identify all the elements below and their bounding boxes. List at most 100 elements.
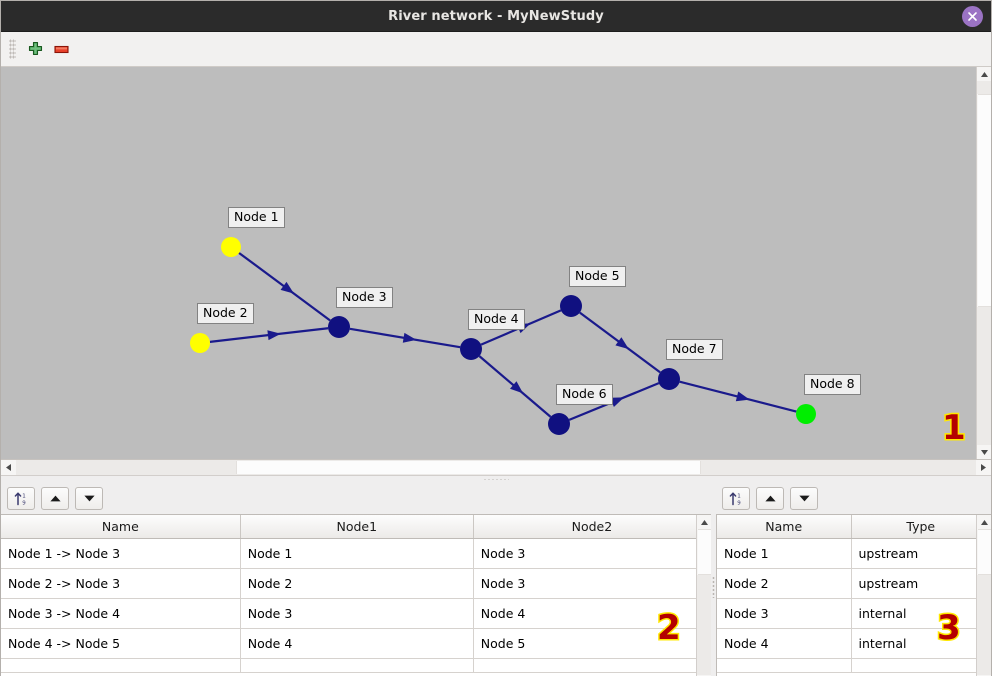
table-cell[interactable]: Node 1	[717, 538, 852, 569]
table-cell[interactable]: Node 2	[717, 568, 852, 599]
table-cell[interactable]: Node 2 -> Node 3	[1, 568, 241, 599]
canvas-hscroll-thumb[interactable]	[236, 461, 701, 474]
horizontal-splitter[interactable]	[1, 476, 991, 483]
graph-node-label[interactable]: Node 7	[666, 339, 723, 360]
graph-node-label[interactable]: Node 3	[336, 287, 393, 308]
scroll-down-arrow-icon[interactable]	[977, 445, 991, 459]
network-graph-svg[interactable]	[1, 67, 976, 459]
nodes-vscroll-thumb[interactable]	[978, 529, 991, 575]
reaches-vertical-scrollbar[interactable]	[696, 515, 711, 676]
graph-node[interactable]	[190, 333, 210, 353]
reaches-scroll-up-arrow-icon[interactable]	[697, 515, 711, 529]
table-cell[interactable]: Node 3 -> Node 4	[1, 598, 241, 629]
nodes-scroll-track[interactable]	[977, 575, 991, 675]
remove-minus-icon[interactable]	[48, 36, 74, 62]
vertical-splitter[interactable]	[711, 483, 716, 676]
arrow-up-icon[interactable]	[41, 487, 69, 510]
canvas-horizontal-scrollbar[interactable]	[1, 460, 991, 476]
table-cell[interactable]: Node 4	[717, 628, 852, 659]
scroll-up-arrow-icon[interactable]	[977, 67, 991, 81]
reaches-vscroll-thumb[interactable]	[698, 529, 711, 575]
toolbar-drag-handle[interactable]	[9, 39, 16, 59]
table-cell[interactable]: Node 2	[240, 568, 474, 599]
graph-node[interactable]	[796, 404, 816, 424]
arrow-down-icon[interactable]	[75, 487, 103, 510]
table-cell[interactable]: Node 5	[473, 628, 711, 659]
nodes-vertical-scrollbar[interactable]	[976, 515, 991, 676]
canvas-vertical-scrollbar[interactable]	[976, 67, 991, 459]
nodes-table-row-empty[interactable]	[717, 658, 991, 673]
sort-icon[interactable]: 1 9	[722, 487, 750, 510]
close-icon[interactable]	[962, 6, 983, 27]
reaches-column-header[interactable]: Node2	[473, 515, 711, 539]
table-cell-empty[interactable]	[473, 658, 711, 673]
nodes-column-header[interactable]: Name	[717, 515, 852, 539]
graph-node[interactable]	[328, 316, 350, 338]
arrow-down-icon[interactable]	[790, 487, 818, 510]
scroll-right-arrow-icon[interactable]	[976, 460, 991, 475]
add-plus-icon[interactable]	[22, 36, 48, 62]
table-cell[interactable]: Node 3	[717, 598, 852, 629]
graph-node-label[interactable]: Node 4	[468, 309, 525, 330]
graph-node[interactable]	[221, 237, 241, 257]
table-cell-empty[interactable]	[851, 658, 991, 673]
scrollbar-track-upper[interactable]	[977, 81, 991, 94]
canvas-vscroll-thumb[interactable]	[978, 94, 991, 307]
table-cell[interactable]: Node 1 -> Node 3	[1, 538, 241, 569]
table-cell[interactable]: internal	[851, 598, 991, 629]
table-cell[interactable]: Node 1	[240, 538, 474, 569]
table-cell[interactable]: Node 3	[473, 538, 711, 569]
reaches-column-header[interactable]: Node1	[240, 515, 474, 539]
network-graph-canvas[interactable]: Node 1 Node 2 Node 3 Node 4 Node 5 Node 6 Node…	[1, 67, 991, 460]
table-cell[interactable]: Node 3	[240, 598, 474, 629]
nodes-scroll-up-arrow-icon[interactable]	[977, 515, 991, 529]
graph-viewport[interactable]: Node 1 Node 2 Node 3 Node 4 Node 5 Node 6 Node…	[1, 67, 976, 459]
table-cell[interactable]: upstream	[851, 538, 991, 569]
graph-node-label[interactable]: Node 6	[556, 384, 613, 405]
graph-node-label[interactable]: Node 1	[228, 207, 285, 228]
graph-edge-arrowhead	[280, 281, 294, 294]
table-cell[interactable]: Node 4	[473, 598, 711, 629]
nodes-toolbar: 1 9	[716, 483, 991, 514]
reaches-table-row-empty[interactable]	[1, 658, 711, 673]
table-cell-empty[interactable]	[240, 658, 474, 673]
graph-node[interactable]	[658, 368, 680, 390]
graph-node-label[interactable]: Node 5	[569, 266, 626, 287]
reaches-column-header[interactable]: Name	[1, 515, 241, 539]
graph-node-label[interactable]: Node 8	[804, 374, 861, 395]
arrow-down-glyph	[798, 495, 810, 502]
table-cell-empty[interactable]	[1, 658, 241, 673]
table-cell[interactable]: internal	[851, 628, 991, 659]
table-cell[interactable]: upstream	[851, 568, 991, 599]
arrow-up-icon[interactable]	[756, 487, 784, 510]
graph-node-label[interactable]: Node 2	[197, 303, 254, 324]
nodes-column-header[interactable]: Type	[851, 515, 991, 539]
reaches-scroll-track[interactable]	[697, 575, 711, 675]
graph-node[interactable]	[560, 295, 582, 317]
table-cell[interactable]: Node 4	[240, 628, 474, 659]
scrollbar-track-lower[interactable]	[977, 307, 991, 445]
graph-node[interactable]	[460, 338, 482, 360]
annotation-number: 2	[656, 608, 683, 648]
table-cell-empty[interactable]	[717, 658, 852, 673]
sort-icon[interactable]: 1 9	[7, 487, 35, 510]
scroll-left-arrow-icon[interactable]	[1, 460, 16, 475]
hscroll-track[interactable]	[16, 460, 976, 475]
reaches-toolbar: 1 9	[1, 483, 711, 514]
table-cell[interactable]: Node 4 -> Node 5	[1, 628, 241, 659]
table-cell[interactable]: Node 3	[473, 568, 711, 599]
graph-node[interactable]	[548, 413, 570, 435]
